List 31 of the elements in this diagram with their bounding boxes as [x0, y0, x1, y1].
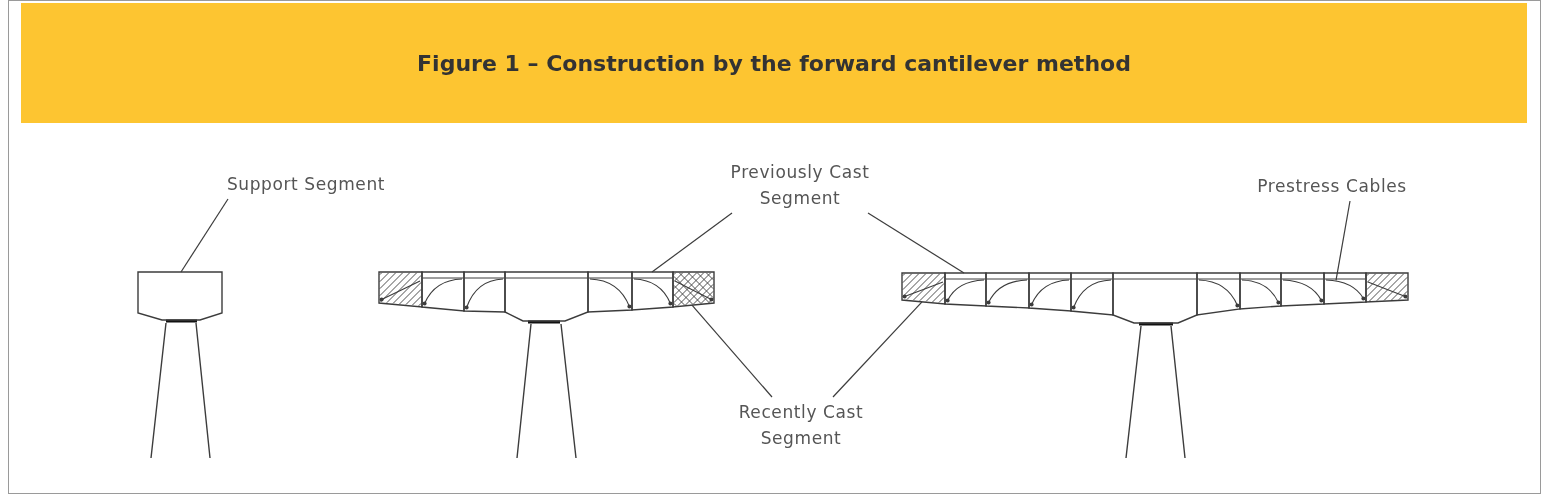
- deck-segment: [985, 272, 1030, 309]
- deck-segment: [587, 271, 633, 313]
- figure-title: Figure 1 – Construction by the forward cantilever method: [417, 50, 1131, 76]
- leader-line: [691, 304, 773, 398]
- recently-cast-segment: [901, 272, 946, 305]
- deck-segment: [1070, 272, 1114, 316]
- deck-segment: [1196, 272, 1241, 316]
- part-label: Prestress Cables: [1256, 173, 1408, 199]
- part-label: Recently Cast Segment: [738, 399, 864, 451]
- recently-cast-segment: [672, 271, 715, 308]
- prestress-cable: [1325, 279, 1366, 301]
- deck-segment: [1323, 272, 1367, 305]
- deck-segment: [1112, 272, 1198, 324]
- part-label: Previously Cast Segment: [730, 159, 870, 211]
- deck-segment: [1028, 272, 1072, 312]
- recently-cast-segment: [378, 271, 423, 308]
- deck-segment: [1239, 272, 1282, 310]
- leader-line: [832, 301, 923, 398]
- support-segment: [137, 271, 223, 321]
- previously-cast-segment: [944, 272, 987, 307]
- previously-cast-segment: [631, 271, 674, 311]
- leader-line: [1335, 200, 1351, 281]
- recently-cast-segment: [1365, 272, 1409, 303]
- deck-segment: [463, 271, 506, 313]
- deck-segment: [421, 271, 465, 312]
- deck-segment: [504, 271, 589, 322]
- leader-line: [180, 198, 229, 273]
- leader-line: [867, 212, 965, 274]
- part-label: Support Segment: [226, 171, 386, 197]
- leader-line: [651, 212, 733, 273]
- deck-segment: [1280, 272, 1325, 307]
